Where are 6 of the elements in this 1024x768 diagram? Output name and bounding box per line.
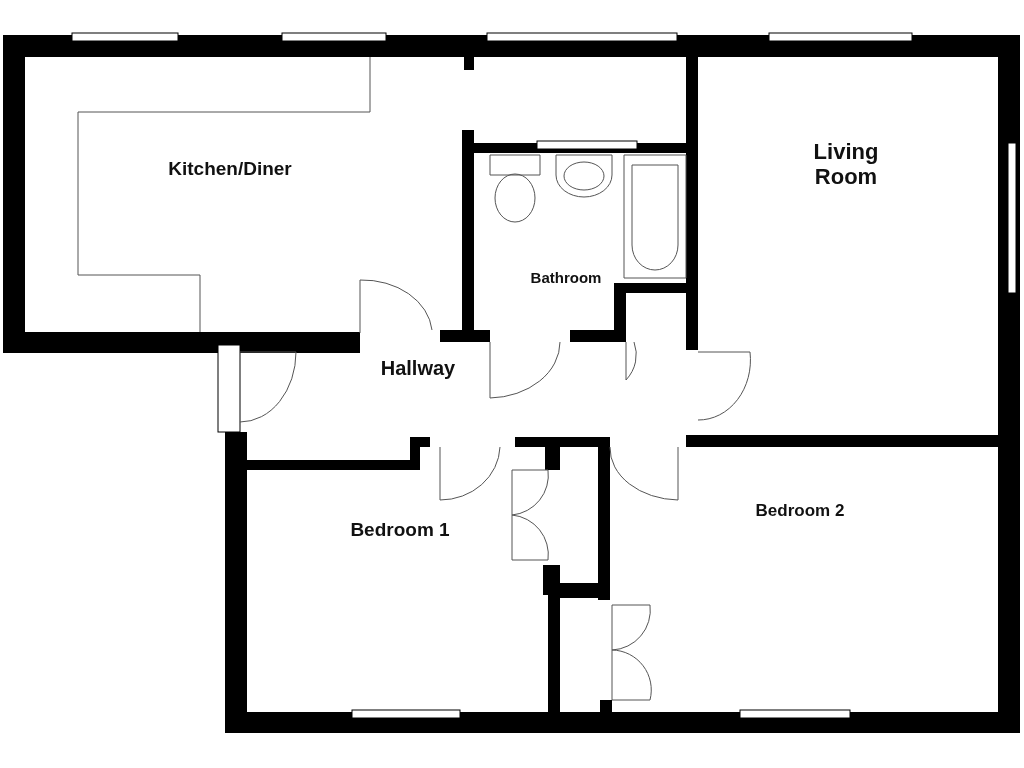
room-label: Kitchen/Diner [167, 158, 293, 180]
room-label: Hallway [379, 357, 457, 380]
room-label: Bedroom 1 [349, 519, 451, 541]
room-label: Bathroom [529, 269, 603, 287]
room-label: Living Room [812, 139, 880, 190]
room-label: Bedroom 2 [754, 501, 846, 521]
